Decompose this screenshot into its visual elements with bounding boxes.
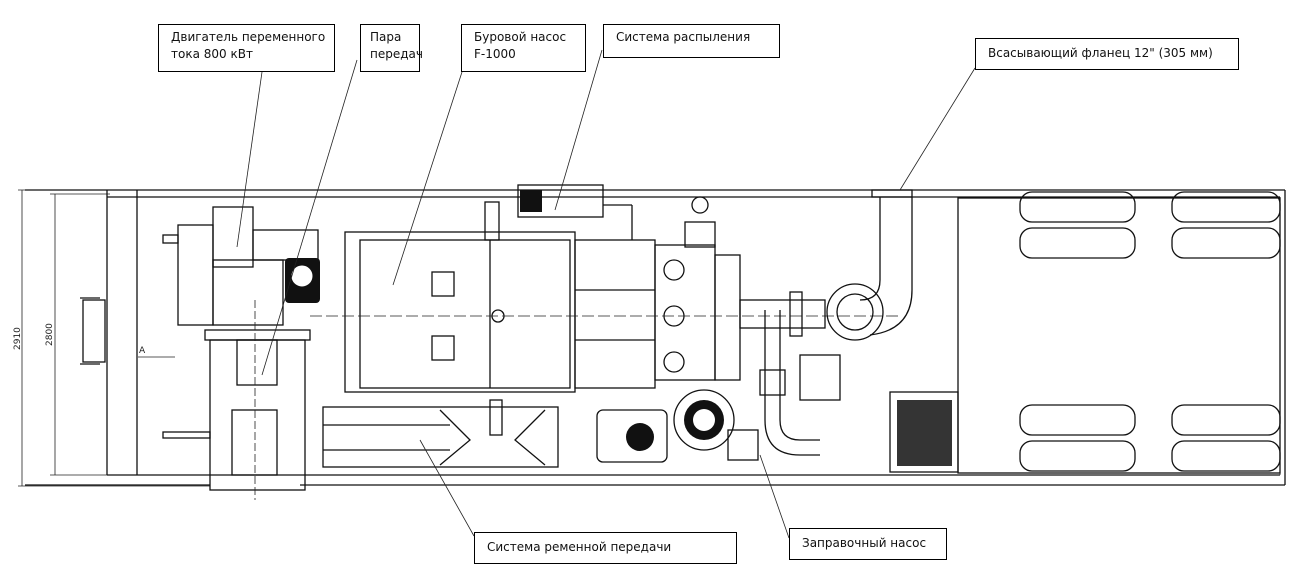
callout-text: Двигатель переменного — [171, 30, 326, 44]
callout-spray-system: Система распыления — [603, 24, 780, 58]
belt-drive — [322, 399, 559, 468]
callout-text: Всасывающий фланец 12" (305 мм) — [988, 46, 1213, 60]
callout-text: Заправочный насос — [802, 536, 927, 550]
callout-ac-motor: Двигатель переменного тока 800 кВт — [158, 24, 335, 72]
tank-section — [957, 191, 1281, 474]
callout-charge-pump: Заправочный насос — [789, 528, 947, 560]
callout-text: Система ременной передачи — [487, 540, 672, 554]
suction-piping — [739, 189, 913, 456]
callout-suction-flange: Всасывающий фланец 12" (305 мм) — [975, 38, 1239, 70]
callout-text: Буровой насос — [474, 30, 567, 44]
radiator — [889, 391, 959, 473]
callout-belt-drive: Система ременной передачи — [474, 532, 737, 564]
callout-text: Пара — [370, 30, 402, 44]
callout-gear-pair: Пара передач — [360, 24, 423, 72]
mud-pump — [310, 201, 900, 393]
skid-frame: A — [25, 189, 1286, 486]
leader-lines — [236, 49, 976, 539]
dimension-lines: 2910 2800 — [13, 189, 210, 487]
ac-motor — [162, 206, 320, 500]
callout-mud-pump: Буровой насос F-1000 — [461, 24, 586, 72]
callout-text: F-1000 — [474, 47, 516, 61]
callout-text: передач — [370, 47, 423, 61]
dimension-2910: 2910 — [13, 327, 23, 350]
callout-text: тока 800 кВт — [171, 47, 253, 61]
section-mark-a: A — [139, 346, 146, 356]
spray-system — [517, 184, 716, 248]
charge-pump — [596, 389, 759, 463]
callout-text: Система распыления — [616, 30, 751, 44]
dimension-2800: 2800 — [45, 323, 55, 346]
